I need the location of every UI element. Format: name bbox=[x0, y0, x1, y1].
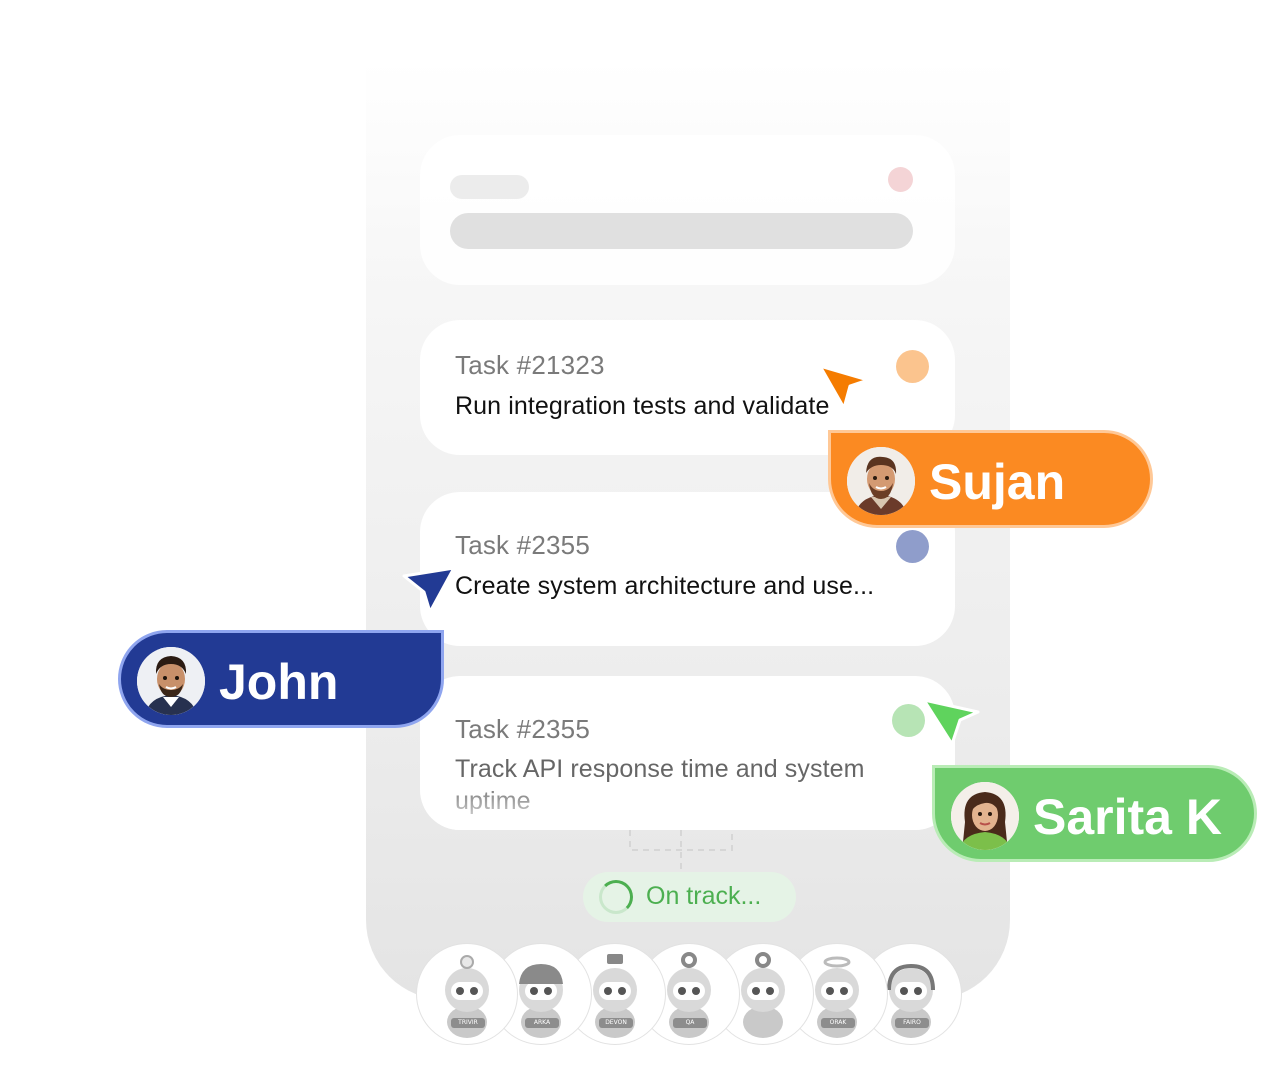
cursor-arrow-icon bbox=[922, 698, 980, 746]
task-id: Task #21323 bbox=[455, 350, 605, 380]
lightbulb-robot-icon[interactable]: TRIVIR bbox=[416, 943, 518, 1045]
collaborator-name: John bbox=[219, 654, 339, 710]
task-card[interactable]: Task #21323 Run integration tests and va… bbox=[420, 320, 955, 455]
status-dot bbox=[896, 350, 929, 383]
connector-lines bbox=[629, 830, 733, 870]
task-title: Create system architecture and use... bbox=[455, 572, 875, 600]
task-id: Task #2355 bbox=[455, 714, 590, 744]
avatar bbox=[137, 647, 205, 715]
status-dot bbox=[892, 704, 925, 737]
cursor-arrow-icon bbox=[818, 364, 870, 410]
task-title: Run integration tests and validate bbox=[455, 392, 830, 420]
status-label: On track... bbox=[646, 882, 762, 910]
agent-row: TRIVIR ARKA DEVON QA ORAK FAIRO bbox=[416, 943, 976, 1048]
skeleton-line-long bbox=[450, 213, 913, 249]
task-id: Task #2355 bbox=[455, 530, 590, 560]
agent-badge: ORAK bbox=[821, 1018, 855, 1028]
code-robot-icon[interactable]: DEVON bbox=[564, 943, 666, 1045]
agent-badge: DEVON bbox=[599, 1018, 633, 1028]
collaborator-name: Sujan bbox=[929, 454, 1066, 510]
agent-badge: ARKA bbox=[525, 1018, 559, 1028]
scissors-robot-icon[interactable] bbox=[712, 943, 814, 1045]
status-pill: On track... bbox=[583, 872, 796, 922]
task-card[interactable]: Task #2355 Create system architecture an… bbox=[420, 492, 955, 646]
collaborator-tag-sarita: Sarita K bbox=[932, 765, 1257, 862]
skeleton-card bbox=[420, 135, 955, 285]
agent-badge: FAIRO bbox=[895, 1018, 929, 1028]
avatar bbox=[951, 782, 1019, 850]
agent-badge: QA bbox=[673, 1018, 707, 1028]
spinner-icon bbox=[599, 880, 633, 914]
agent-badge: TRIVIR bbox=[451, 1018, 485, 1028]
task-card[interactable]: Task #2355 Track API response time and s… bbox=[420, 676, 955, 830]
status-dot bbox=[896, 530, 929, 563]
avatar bbox=[847, 447, 915, 515]
skeleton-status-dot bbox=[888, 167, 913, 192]
collaborator-tag-sujan: Sujan bbox=[828, 430, 1153, 528]
skeleton-line-short bbox=[450, 175, 529, 199]
collaborator-tag-john: John bbox=[118, 630, 444, 728]
cursor-arrow-icon bbox=[402, 566, 456, 614]
collaborator-name: Sarita K bbox=[1033, 789, 1222, 845]
